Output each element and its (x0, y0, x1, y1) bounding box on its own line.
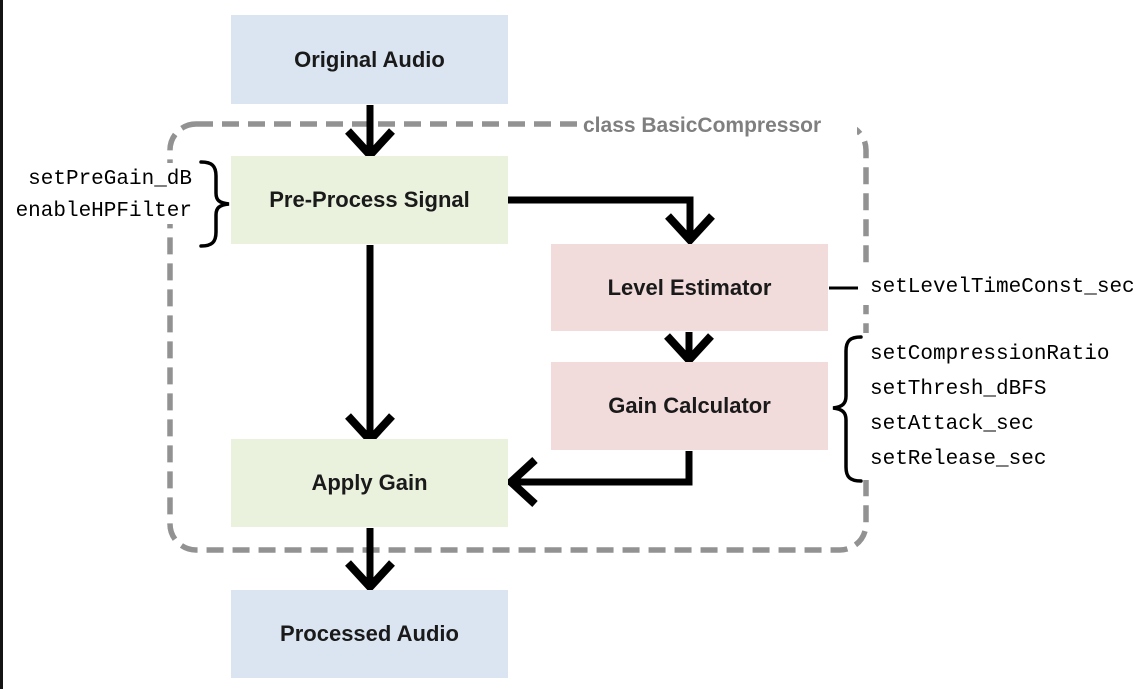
node-original-audio-label: Original Audio (294, 46, 445, 72)
class-boundary-title-text: class BasicCompressor (583, 114, 822, 137)
arrow-preprocess-to-applygain (345, 245, 395, 446)
node-level-estimator: Level Estimator (551, 244, 828, 331)
node-apply-gain: Apply Gain (231, 439, 508, 527)
brace-gaincalc-methods (832, 335, 863, 483)
arrowhead-left-icon (505, 457, 538, 507)
node-apply-gain-label: Apply Gain (311, 470, 428, 495)
arrow-applygain-to-processed (345, 528, 395, 593)
image-left-border (0, 0, 3, 689)
node-gain-calculator: Gain Calculator (551, 362, 828, 450)
node-pre-process-signal: Pre-Process Signal (231, 156, 508, 244)
node-processed-audio: Processed Audio (231, 590, 508, 678)
preprocess-method-list: setPreGain_dB enableHPFilter (10, 164, 192, 228)
method-setLevelTimeConst_sec: setLevelTimeConst_sec (870, 276, 1135, 299)
arrowhead-down-icon (664, 333, 714, 366)
node-original-audio: Original Audio (231, 15, 508, 104)
levelestimator-method-list: setLevelTimeConst_sec (870, 276, 1135, 300)
gaincalc-method-list: setCompressionRatio setThresh_dBFS setAt… (870, 337, 1109, 477)
arrowhead-down-icon (665, 213, 715, 246)
arrowhead-down-icon (345, 560, 395, 593)
method-setCompressionRatio: setCompressionRatio (870, 343, 1110, 366)
arrow-levelestimator-to-gaincalc (664, 332, 714, 366)
method-setAttack_sec: setAttack_sec (870, 413, 1034, 436)
class-boundary-title: class BasicCompressor (583, 112, 821, 140)
brace-preprocess-methods (199, 160, 230, 248)
arrow-original-to-preprocess (345, 105, 395, 161)
method-setPreGain_dB: setPreGain_dB (28, 168, 192, 191)
node-level-estimator-label: Level Estimator (607, 274, 772, 300)
method-setRelease_sec: setRelease_sec (870, 448, 1047, 471)
arrow-preprocess-to-levelestimator (508, 196, 715, 246)
method-setThresh_dBFS: setThresh_dBFS (870, 378, 1047, 401)
mask-preprocess-methods (8, 163, 196, 224)
node-processed-audio-label: Processed Audio (280, 621, 459, 646)
mask-gaincalc-methods (853, 333, 1147, 480)
arrow-gaincalc-to-applygain (505, 451, 693, 507)
mask-class-label (577, 110, 857, 141)
node-gain-calculator-label: Gain Calculator (608, 393, 771, 418)
method-enableHPFilter: enableHPFilter (15, 200, 192, 223)
node-pre-process-signal-label: Pre-Process Signal (269, 187, 470, 212)
mask-level-method (857, 271, 1147, 305)
arrowhead-down-icon (345, 128, 395, 161)
